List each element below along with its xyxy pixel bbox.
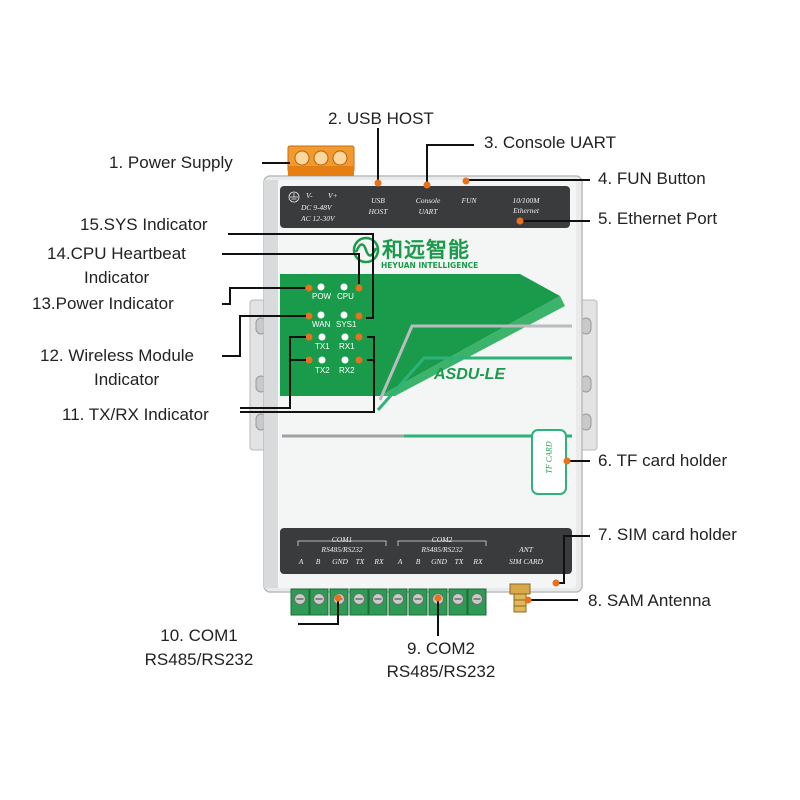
callout-wireless-indicator: 12. Wireless Module (40, 346, 195, 365)
ac-range-label: AC 12-30V (301, 214, 335, 223)
led-marker-tx1 (305, 333, 313, 341)
com1-pin-gnd: GND (332, 557, 348, 566)
callout-com1-2: RS485/RS232 (144, 650, 254, 669)
callout-dots (334, 177, 571, 604)
com1-pin-rx: RX (374, 557, 384, 566)
brand-name-en: HEYUAN INTELLIGENCE (381, 261, 479, 270)
led-cpu (340, 283, 348, 291)
ground-v-minus-label: V- (306, 191, 313, 200)
ant-label: ANT (519, 545, 533, 554)
ethernet-port-label: 10/100M (512, 196, 540, 205)
v-plus-label: V+ (328, 191, 338, 200)
com1-pin-b: B (315, 557, 321, 566)
status-leds (305, 283, 363, 364)
led-marker-wan (305, 312, 313, 320)
callout-sys-indicator: 15.SYS Indicator (80, 215, 208, 234)
com2-pin-tx: TX (454, 557, 464, 566)
ethernet-port-label-2: Ethernet (513, 206, 539, 215)
com-terminal-blocks[interactable] (290, 588, 487, 616)
com1-pin-a: A (298, 557, 304, 566)
power-terminal-block[interactable] (287, 145, 355, 176)
dc-range-label: DC 9-48V (301, 203, 332, 212)
com1-label: COM1 (331, 535, 353, 544)
led-marker-cpu (355, 284, 363, 292)
model-name: ASDU-LE (434, 366, 506, 383)
led-label-pow: POW (312, 292, 332, 301)
com2-pin-a: A (397, 557, 403, 566)
callout-wireless-indicator-2: Indicator (94, 370, 160, 389)
led-label-tx2: TX2 (315, 366, 330, 375)
led-label-rx2: RX2 (339, 366, 355, 375)
led-tx2 (318, 356, 326, 364)
callout-fun-button: 4. FUN Button (598, 169, 706, 188)
fun-button-label: FUN (461, 196, 477, 205)
callout-usb-host: 2. USB HOST (328, 109, 434, 128)
console-port-label: Console (415, 196, 441, 205)
com1-mode-label: RS485/RS232 (321, 545, 363, 554)
callout-com2: 9. COM2 (406, 639, 476, 658)
led-label-wan: WAN (312, 320, 331, 329)
green-band (280, 274, 560, 396)
callout-txrx-indicator: 11. TX/RX Indicator (62, 405, 209, 424)
callout-tf-card-holder: 6. TF card holder (598, 451, 728, 470)
callout-sam-antenna: 8. SAM Antenna (588, 591, 711, 610)
callout-power-supply: 1. Power Supply (109, 153, 233, 172)
led-wan (317, 311, 325, 319)
brand-name-cn: 和远智能 (382, 238, 470, 262)
led-label-cpu: CPU (337, 292, 354, 301)
usb-port-label: USB (371, 196, 385, 205)
top-panel (280, 186, 570, 228)
antenna-connector[interactable] (509, 583, 531, 613)
led-rx2 (341, 356, 349, 364)
callout-console-uart: 3. Console UART (484, 133, 616, 152)
com2-label: COM2 (431, 535, 453, 544)
callout-leaders (222, 128, 590, 636)
console-port-label-2: UART (418, 207, 438, 216)
ground-icon (288, 191, 300, 203)
led-marker-pow (305, 284, 313, 292)
callout-sim-card-holder: 7. SIM card holder (598, 525, 737, 544)
com2-pin-b: B (415, 557, 421, 566)
led-label-rx1: RX1 (339, 342, 355, 351)
sim-card-label: SIM CARD (509, 557, 543, 566)
com2-mode-label: RS485/RS232 (421, 545, 463, 554)
led-marker-rx1 (355, 333, 363, 341)
led-rx1 (341, 333, 349, 341)
led-marker-tx2 (305, 356, 313, 364)
led-sys1 (340, 311, 348, 319)
green-band-light (380, 296, 565, 396)
callout-com2-2: RS485/RS232 (386, 662, 496, 681)
usb-port-label-2: HOST (368, 207, 388, 216)
led-marker-rx2 (355, 356, 363, 364)
led-marker-sys1 (355, 312, 363, 320)
com2-pin-rx: RX (473, 557, 483, 566)
callout-cpu-indicator-2: Indicator (84, 268, 150, 287)
led-pow (317, 283, 325, 291)
callout-cpu-indicator: 14.CPU Heartbeat (47, 244, 186, 263)
callout-com1: 10. COM1 (160, 626, 238, 645)
callout-ethernet-port: 5. Ethernet Port (598, 209, 718, 228)
led-tx1 (318, 333, 326, 341)
com2-pin-gnd: GND (431, 557, 447, 566)
callout-power-indicator: 13.Power Indicator (32, 294, 174, 313)
tf-card-label: TF CARD (544, 441, 554, 474)
led-label-sys1: SYS1 (336, 320, 357, 329)
led-label-tx1: TX1 (315, 342, 330, 351)
com1-pin-tx: TX (355, 557, 365, 566)
bottom-panel (280, 528, 572, 574)
